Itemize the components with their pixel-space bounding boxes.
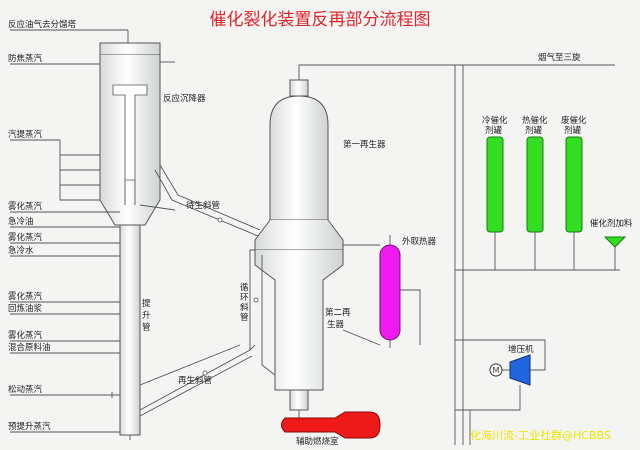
- label-mixed-feed: 混合原料油: [8, 342, 51, 353]
- label-second-regen-1: 第二再: [325, 307, 351, 318]
- label-flue-gas: 烟气至三旋: [538, 52, 581, 63]
- svg-text:M: M: [493, 366, 500, 375]
- label-atomizing-steam-3: 雾化蒸汽: [8, 291, 43, 302]
- label-catalyst-adder: 催化剂加料: [590, 218, 633, 229]
- label-circ-1: 循: [240, 282, 249, 293]
- label-circ-3: 斜: [240, 302, 249, 313]
- label-anti-coking-steam: 防焦蒸汽: [8, 53, 43, 64]
- catalyst-hoppers: [454, 65, 627, 445]
- label-cold-hopper-1: 冷催化: [482, 115, 508, 126]
- watermark: 化海川流-工业社群@HCBBS: [470, 428, 611, 442]
- label-atomizing-steam-1: 雾化蒸汽: [8, 201, 43, 212]
- label-atomizing-steam-2: 雾化蒸汽: [8, 232, 43, 243]
- label-reaction-oil-gas: 反应油气去分馏塔: [8, 19, 77, 30]
- label-external-heater: 外取热器: [402, 236, 437, 247]
- label-quench-water: 急冷水: [8, 245, 34, 256]
- label-stripping-steam: 汽提蒸汽: [8, 129, 43, 140]
- label-hot-hopper-1: 热催化: [522, 115, 548, 126]
- label-spent-hopper-2: 剂罐: [564, 125, 582, 136]
- label-recycle-slurry: 回炼油浆: [8, 303, 43, 314]
- labels: 反应油气去分馏塔 防焦蒸汽 汽提蒸汽 雾化蒸汽 急冷油 雾化蒸汽 急冷水 雾化蒸…: [8, 19, 633, 447]
- label-riser-2: 升: [142, 310, 151, 321]
- riser-pipe: [119, 224, 141, 436]
- label-pre-lift-steam: 预提升蒸汽: [8, 421, 51, 432]
- label-atomizing-steam-4: 雾化蒸汽: [8, 330, 43, 341]
- auxiliary-burner: [281, 411, 381, 439]
- label-circ-4: 管: [240, 312, 249, 323]
- label-loosening-steam: 松动蒸汽: [8, 384, 43, 395]
- label-spent-standpipe: 待生斜管: [186, 200, 220, 211]
- label-quench-oil: 急冷油: [8, 216, 34, 227]
- compressor: M: [455, 339, 546, 411]
- label-compressor: 增压机: [508, 344, 534, 355]
- label-reaction-settler: 反应沉降器: [163, 93, 206, 104]
- page-title: 催化裂化装置反再部分流程图: [210, 10, 431, 30]
- label-cold-hopper-2: 剂罐: [485, 125, 503, 136]
- spent-catalyst-line: [139, 164, 261, 237]
- external-heat-exchanger: [342, 235, 421, 348]
- label-circ-2: 环: [240, 293, 249, 303]
- label-spent-hopper-1: 废催化: [561, 115, 587, 126]
- label-riser-1: 提: [142, 298, 151, 309]
- label-first-regenerator: 第一再生器: [343, 139, 386, 150]
- label-aux-burner: 辅助燃烧室: [296, 436, 339, 447]
- circulation-pipe: [249, 249, 276, 376]
- second-regenerator: [254, 250, 344, 418]
- label-riser-3: 管: [142, 322, 151, 333]
- left-feed-lines: [10, 63, 120, 433]
- label-hot-hopper-2: 剂罐: [525, 125, 543, 136]
- label-regen-standpipe: 再生斜管: [178, 375, 212, 386]
- label-second-regen-2: 生器: [327, 319, 345, 330]
- first-regenerator: [254, 64, 615, 251]
